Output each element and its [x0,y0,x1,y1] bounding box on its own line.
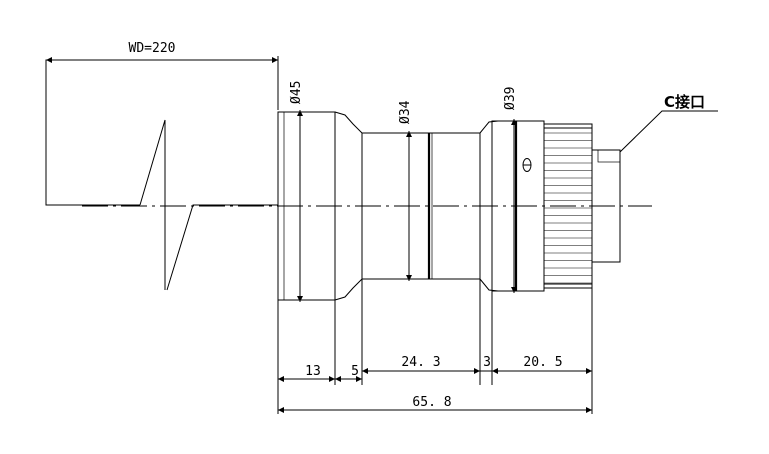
taper-lower [334,278,363,301]
diameter-dimensions: Ø45 Ø34 Ø39 [289,81,518,302]
object-plane-bracket [45,59,278,206]
c-mount-label: C接口 [664,93,705,111]
c-mount-callout: C接口 [619,93,718,153]
step-lower [479,278,499,292]
knurled-focus-ring [543,123,593,289]
dia-39-label: Ø39 [503,87,518,110]
dia-34-label: Ø34 [398,100,413,124]
wd-label: WD=220 [129,41,176,56]
dim-24-3-label: 24. 3 [401,355,440,370]
dim-20-5-label: 20. 5 [523,355,562,370]
step-upper [479,120,499,134]
c-mount-leader [619,110,718,153]
dim-13-label: 13 [305,364,321,379]
lens-body [277,111,621,301]
focus-lock-icon [522,158,532,172]
dim-5-label: 5 [351,364,359,379]
taper-upper [334,111,363,134]
break-mark-upper [139,119,166,290]
working-distance-dimension: WD=220 [45,41,279,291]
dim-total-label: 65. 8 [412,395,451,410]
break-mark-lower [166,204,278,291]
dia-45-label: Ø45 [289,81,304,104]
waist-barrel [361,132,481,280]
dim-3-label: 3 [483,355,491,370]
length-dimensions: 13 5 24. 3 3 20. 5 65. 8 [277,279,593,414]
front-barrel [277,111,336,301]
c-mount-thread [597,149,621,163]
